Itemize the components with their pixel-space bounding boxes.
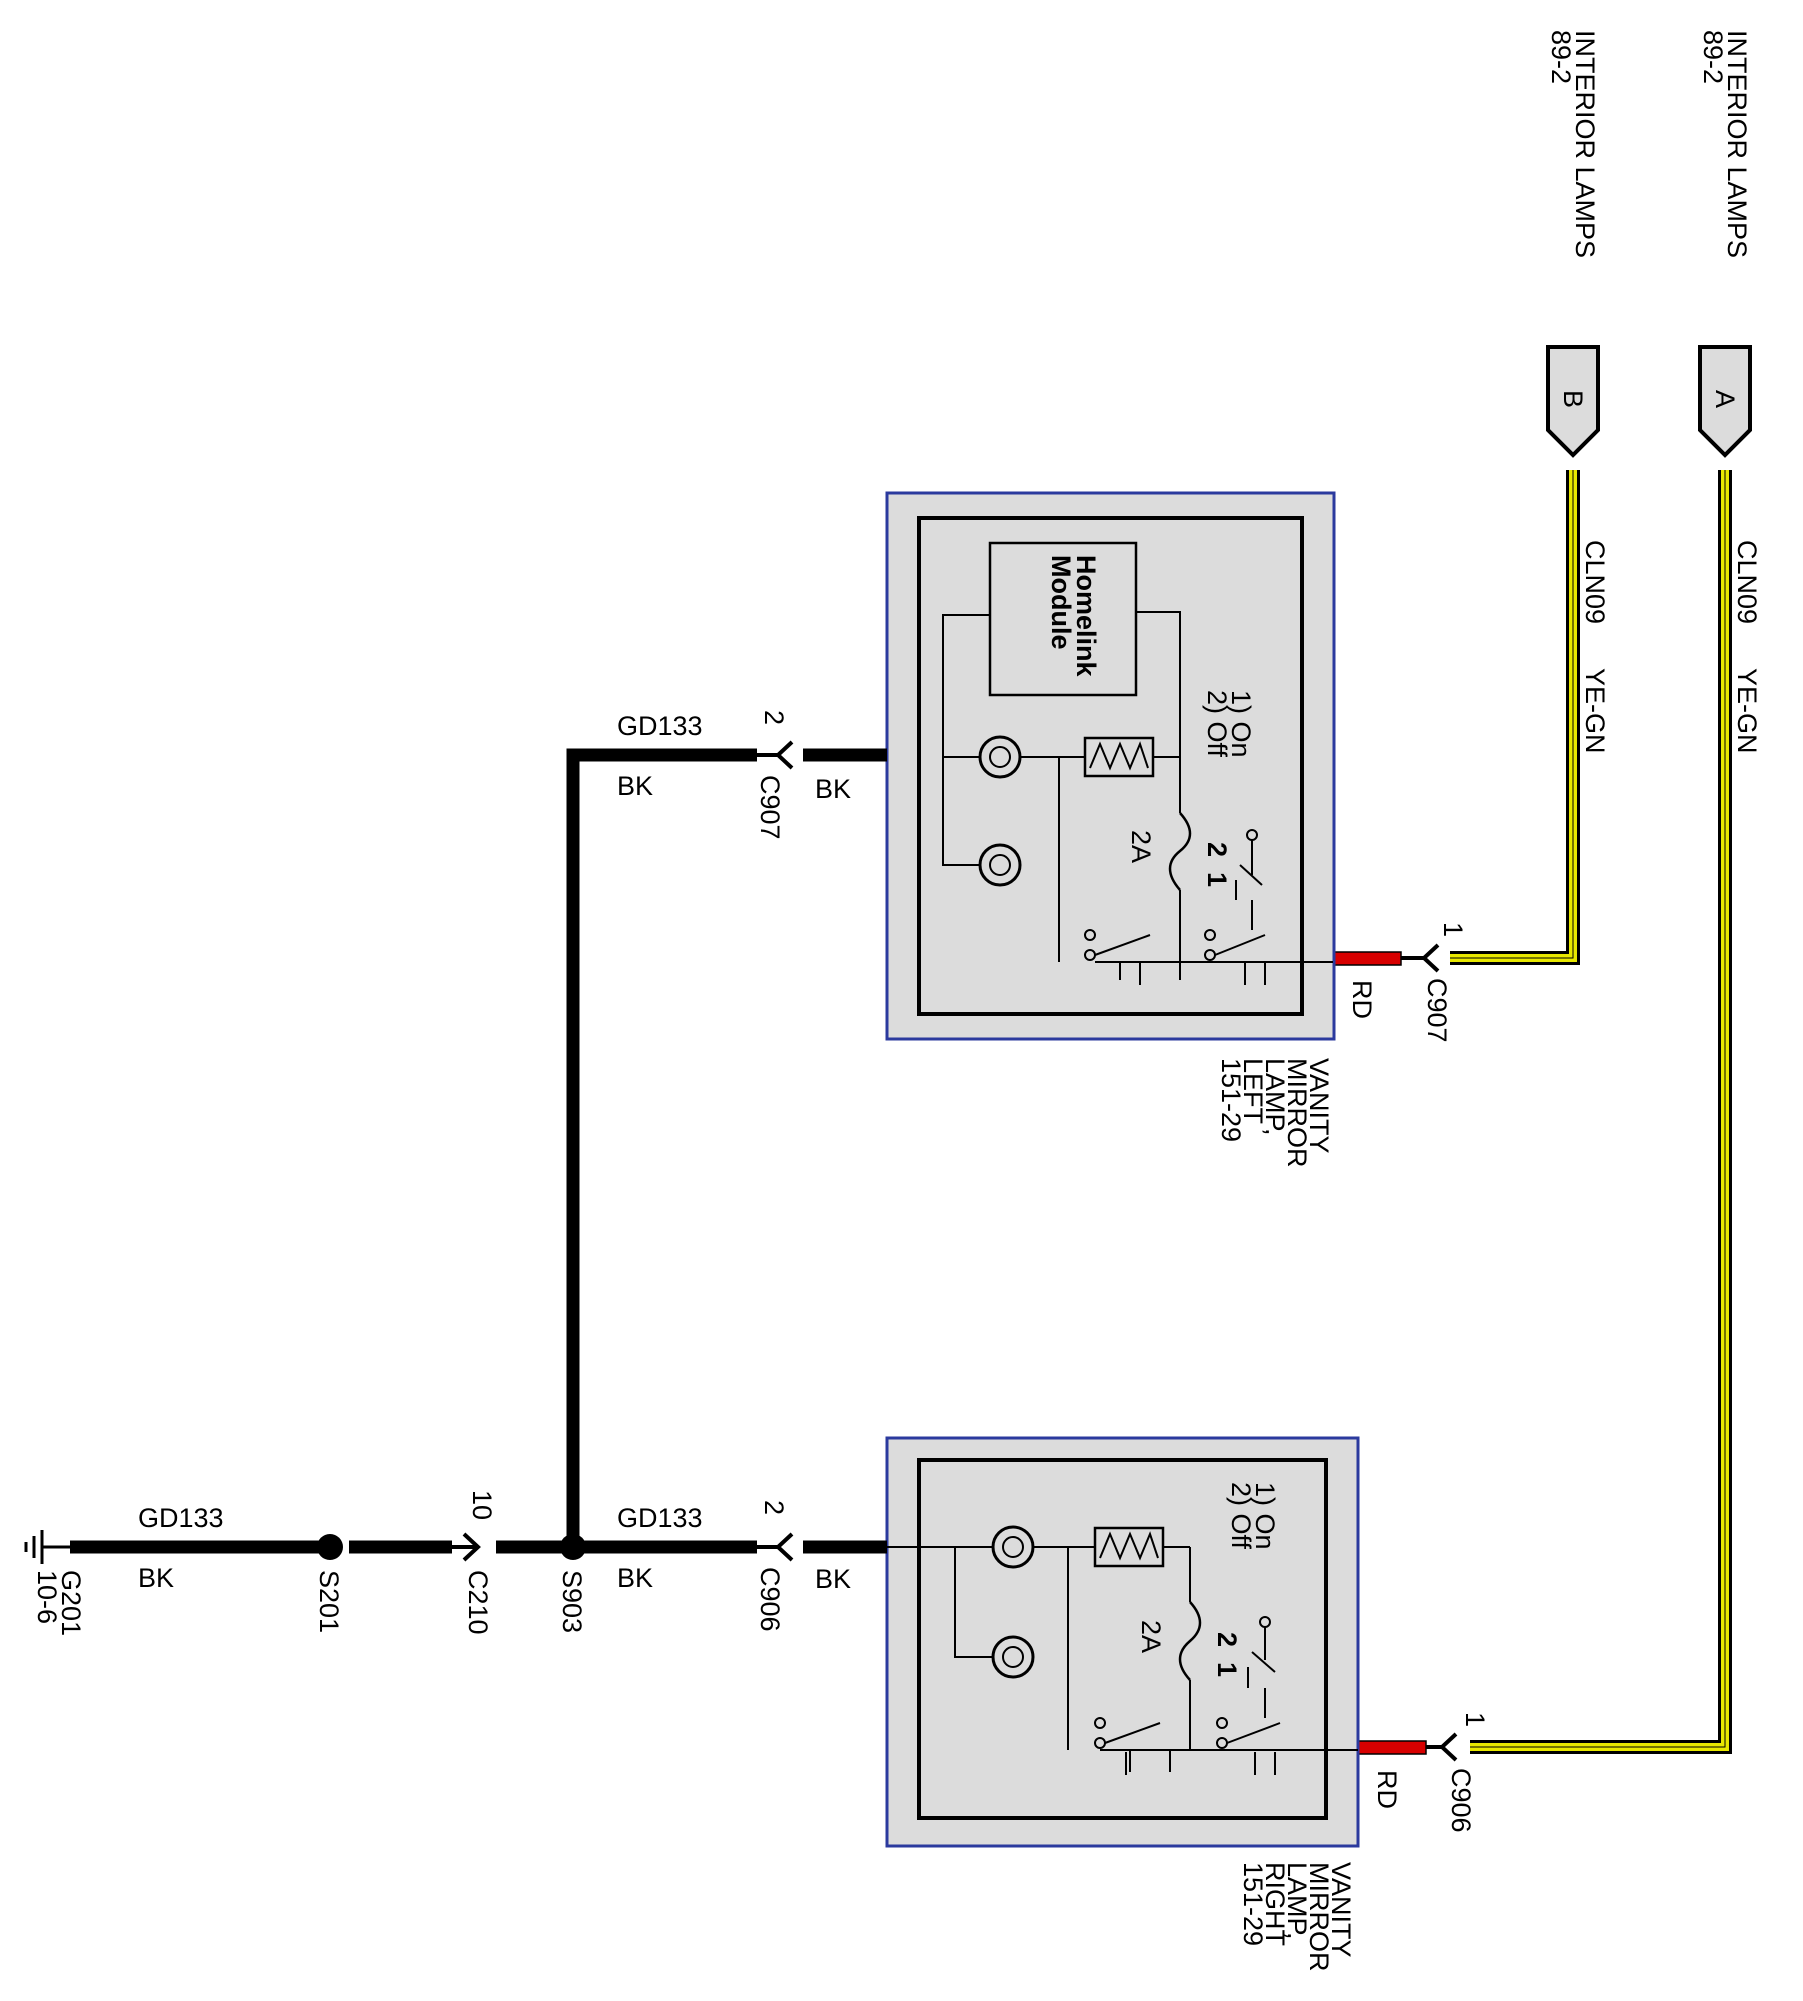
main-ground-circuit: GD133 [138, 1503, 224, 1533]
vanity-mirror-right[interactable]: 2A 2 1 1) On 2) Off [885, 1436, 1360, 1848]
main-ground-color: BK [138, 1563, 174, 1593]
left-title-4: LEFT [1238, 1058, 1268, 1124]
c907-power-connector [1400, 943, 1440, 973]
left-pigtail-color: BK [815, 774, 851, 804]
c906-top-pin: 1 [1460, 1712, 1490, 1727]
feed-a-circuit: CLN09 [1732, 540, 1762, 624]
selector-switch-icon [1084, 829, 1266, 985]
left-title-5: 151-29 [1216, 1058, 1246, 1142]
switch-legend-off-left: 2) Off [1202, 690, 1232, 758]
connector-a-flag[interactable]: A [1698, 345, 1752, 458]
switch-legend-on-left: 1) On [1226, 690, 1256, 758]
left-ground-circuit: GD133 [617, 711, 703, 741]
c906-bottom-pin: 2 [759, 1500, 789, 1515]
fuse-icon [1178, 1601, 1202, 1681]
feed-b-circuit: CLN09 [1580, 540, 1610, 624]
ground-wires [70, 748, 887, 1554]
c907-bottom-id: C907 [755, 775, 785, 840]
switch-legend-on-right: 1) On [1250, 1482, 1280, 1550]
feed-a-color: YE-GN [1732, 668, 1762, 754]
connector-a-letter: A [1710, 390, 1740, 408]
g201-id: G201 [56, 1570, 86, 1636]
feed-b-color: YE-GN [1580, 668, 1610, 754]
connector-b-title: INTERIOR LAMPS [1570, 30, 1600, 258]
rd-label-left: RD [1347, 980, 1377, 1019]
left-title-2: MIRROR [1282, 1058, 1312, 1168]
c906-ground-connector [757, 1532, 794, 1562]
connector-b-page: 89-2 [1546, 30, 1576, 84]
c907-bottom-pin: 2 [759, 710, 789, 725]
c906-top-id: C906 [1446, 1768, 1476, 1833]
wire-feed-a [1470, 470, 1732, 1754]
left-title-3: LAMP, [1260, 1058, 1290, 1136]
homelink-label-1: Homelink [1071, 555, 1101, 678]
ground-icon[interactable] [24, 1530, 70, 1564]
g201-page: 10-6 [32, 1570, 62, 1624]
vanity-mirror-left-title: VANITY MIRROR LAMP, LEFT 151-29 [1216, 1058, 1334, 1168]
right-ground-color: BK [617, 1563, 653, 1593]
lamp-icon [978, 843, 1022, 887]
switch-pos1-left: 1 [1202, 872, 1232, 887]
c210-id: C210 [463, 1570, 493, 1635]
c906-power-connector [1425, 1732, 1458, 1762]
homelink-module [988, 541, 1138, 697]
switch-pos2-left: 2 [1202, 842, 1232, 857]
c907-top-id: C907 [1422, 978, 1452, 1043]
lamp-icon [991, 1635, 1035, 1679]
vanity-mirror-left[interactable]: Homelink Module [885, 491, 1336, 1041]
c907-ground-connector [757, 740, 794, 770]
splice-s903[interactable] [560, 1534, 586, 1560]
switch-legend-off-right: 2) Off [1226, 1482, 1256, 1550]
c907-top-pin: 1 [1438, 922, 1468, 937]
right-title-1: VANITY [1326, 1862, 1356, 1958]
connector-b-label: INTERIOR LAMPS 89-2 [1546, 30, 1600, 258]
lamp-icon [978, 735, 1022, 779]
switch-pos1-right: 1 [1212, 1662, 1242, 1677]
fuse-label-left: 2A [1126, 830, 1156, 863]
right-ground-circuit: GD133 [617, 1503, 703, 1533]
s201-label: S201 [314, 1570, 344, 1633]
connector-a-page: 89-2 [1698, 30, 1728, 84]
c210-connector [452, 1532, 481, 1562]
right-title-5: 151-29 [1238, 1862, 1268, 1946]
right-title-4: RIGHT [1260, 1862, 1290, 1946]
right-pigtail-color: BK [815, 1564, 851, 1594]
rd-label-right: RD [1372, 1770, 1402, 1809]
vanity-mirror-right-title: VANITY MIRROR LAMP, RIGHT 151-29 [1238, 1862, 1356, 1972]
selector-switch-icon [1094, 1616, 1281, 1775]
right-title-2: MIRROR [1304, 1862, 1334, 1972]
resistor-icon [1093, 1526, 1165, 1568]
c210-pin: 10 [467, 1490, 497, 1520]
connector-a-label: INTERIOR LAMPS 89-2 [1698, 30, 1752, 258]
c906-bottom-id: C906 [755, 1567, 785, 1632]
rd-wire-left [1332, 951, 1402, 966]
connector-b-letter: B [1558, 390, 1588, 408]
connector-a-title: INTERIOR LAMPS [1722, 30, 1752, 258]
rd-wire-right [1357, 1740, 1427, 1755]
left-title-1: VANITY [1304, 1058, 1334, 1154]
g201-label: G201 10-6 [32, 1570, 86, 1636]
wire-feed-b [1450, 470, 1580, 965]
homelink-label-2: Module [1046, 555, 1076, 650]
fuse-label-right: 2A [1136, 1620, 1166, 1653]
left-ground-color: BK [617, 771, 653, 801]
fuse-icon [1168, 812, 1192, 891]
switch-pos2-right: 2 [1212, 1632, 1242, 1647]
connector-b-flag[interactable]: B [1546, 345, 1600, 458]
lamp-icon [991, 1525, 1035, 1569]
resistor-icon [1083, 736, 1155, 778]
splice-s201[interactable] [317, 1534, 343, 1560]
right-title-3: LAMP, [1282, 1862, 1312, 1940]
s903-label: S903 [557, 1570, 587, 1633]
